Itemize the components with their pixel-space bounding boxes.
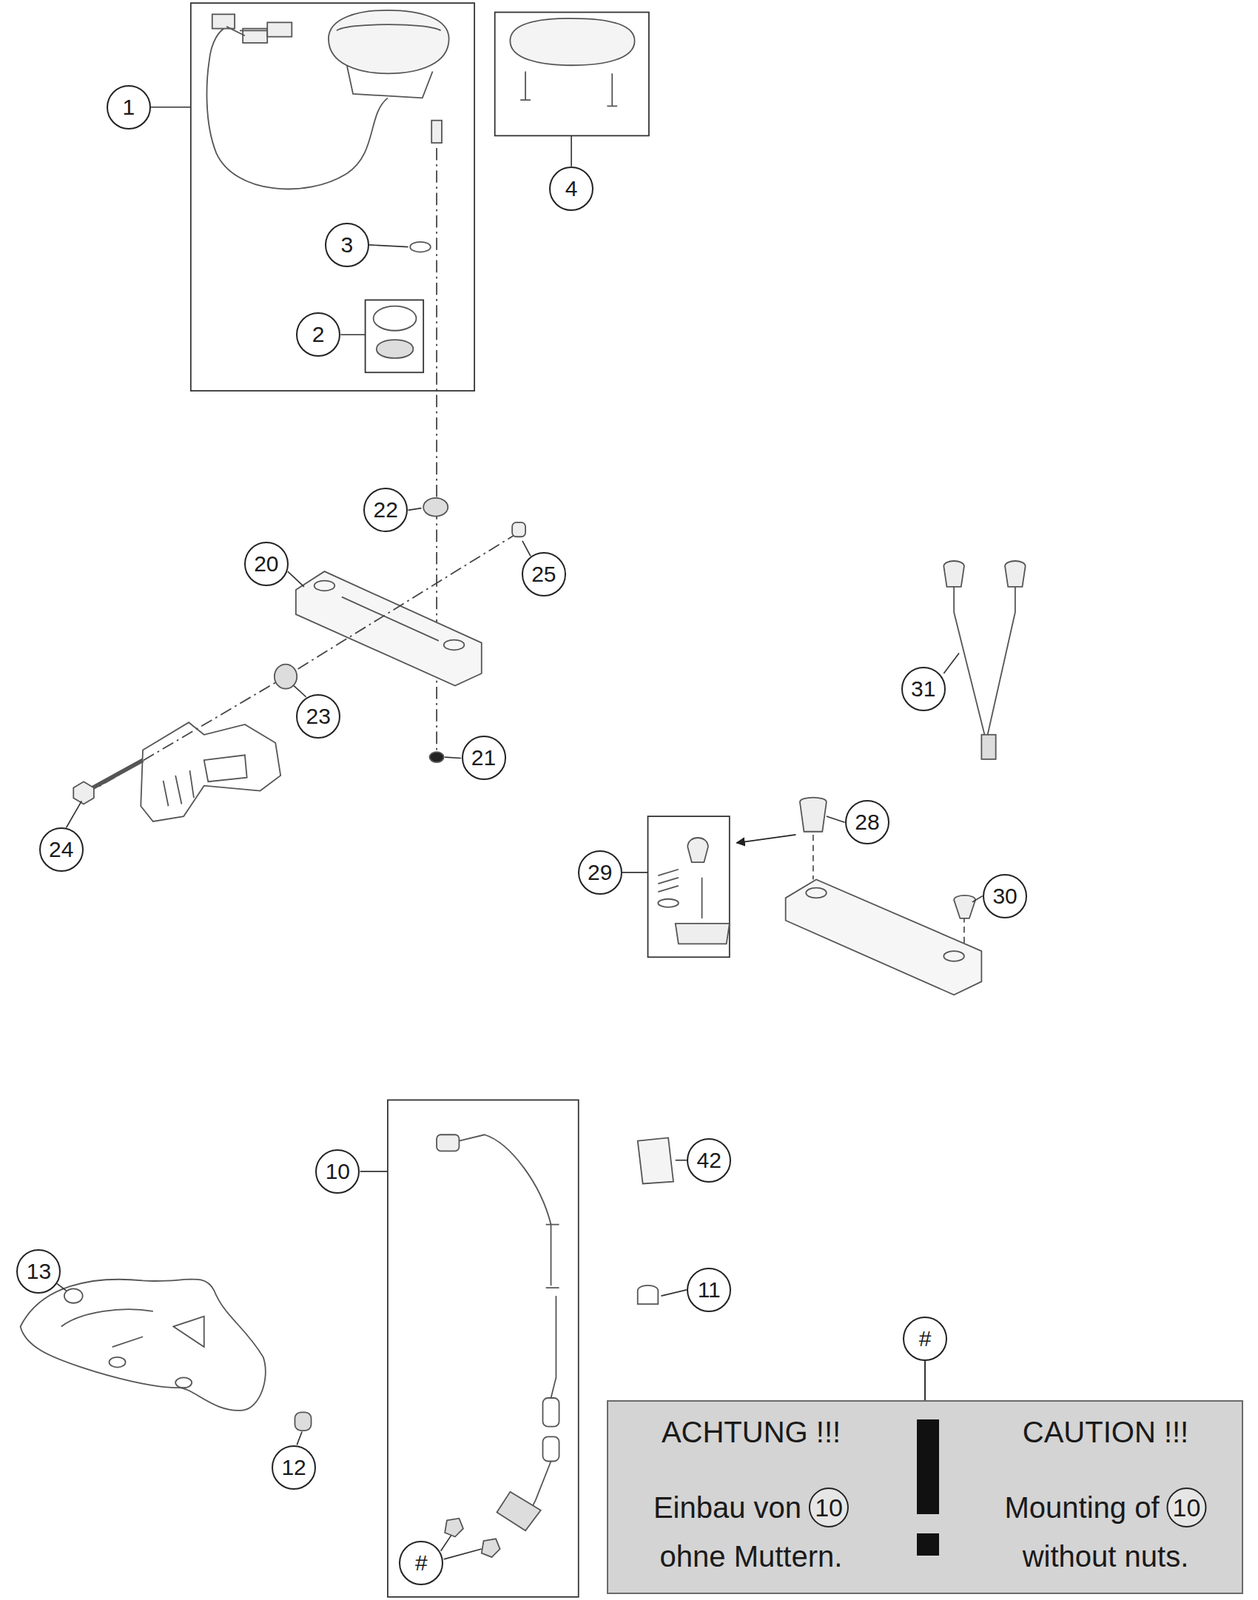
text-row: ohne Muttern. (660, 1539, 843, 1574)
callout-number: 22 (363, 487, 408, 533)
callout-number: 12 (271, 1445, 316, 1490)
callout-number: 20 (244, 541, 289, 587)
exclamation-symbol (913, 1419, 943, 1568)
text-row: without nuts. (1022, 1539, 1190, 1574)
callout-number: 30 (982, 873, 1028, 919)
callout-number: 42 (686, 1138, 732, 1183)
caution-panel: ACHTUNG !!!Einbau von10ohne Muttern.CAUT… (606, 1400, 1244, 1594)
caution-text: ohne Muttern. (660, 1539, 843, 1574)
circled-reference: 10 (808, 1487, 849, 1528)
connector-line (924, 1360, 926, 1401)
callout-number: 31 (901, 666, 946, 712)
callout-number: 4 (549, 166, 594, 211)
text-row: CAUTION !!! (1022, 1414, 1189, 1449)
callout-number: 29 (577, 850, 623, 895)
callout-number: 3 (324, 222, 370, 268)
caution-text: ACHTUNG !!! (661, 1414, 841, 1449)
text-row: Mounting of10 (1004, 1487, 1207, 1528)
callout-number: 24 (39, 827, 84, 872)
caution-text: Einbau von (653, 1490, 802, 1525)
caution-text: Mounting of (1004, 1490, 1159, 1525)
callout-number: 21 (461, 735, 507, 780)
callout-number: 23 (296, 694, 341, 739)
circled-reference: 10 (1166, 1487, 1207, 1528)
text-row: ACHTUNG !!! (661, 1414, 841, 1449)
caution-text: CAUTION !!! (1022, 1414, 1189, 1449)
callout-circle: # (902, 1316, 948, 1361)
callout-number: 11 (686, 1267, 732, 1313)
part-drawings (20, 2, 1026, 1597)
callout-number: # (398, 1540, 444, 1586)
callout-text: # (919, 1327, 932, 1350)
leader-lines (56, 107, 983, 1560)
text-row: Einbau von10 (653, 1487, 849, 1528)
callout-number: 10 (315, 1149, 360, 1194)
caution-text: without nuts. (1022, 1539, 1190, 1574)
callout-number: 25 (521, 552, 567, 597)
callout-number: 1 (106, 85, 151, 130)
callout-number: 2 (296, 312, 341, 357)
callout-number: 28 (845, 799, 890, 845)
callout-number: 13 (16, 1249, 61, 1294)
